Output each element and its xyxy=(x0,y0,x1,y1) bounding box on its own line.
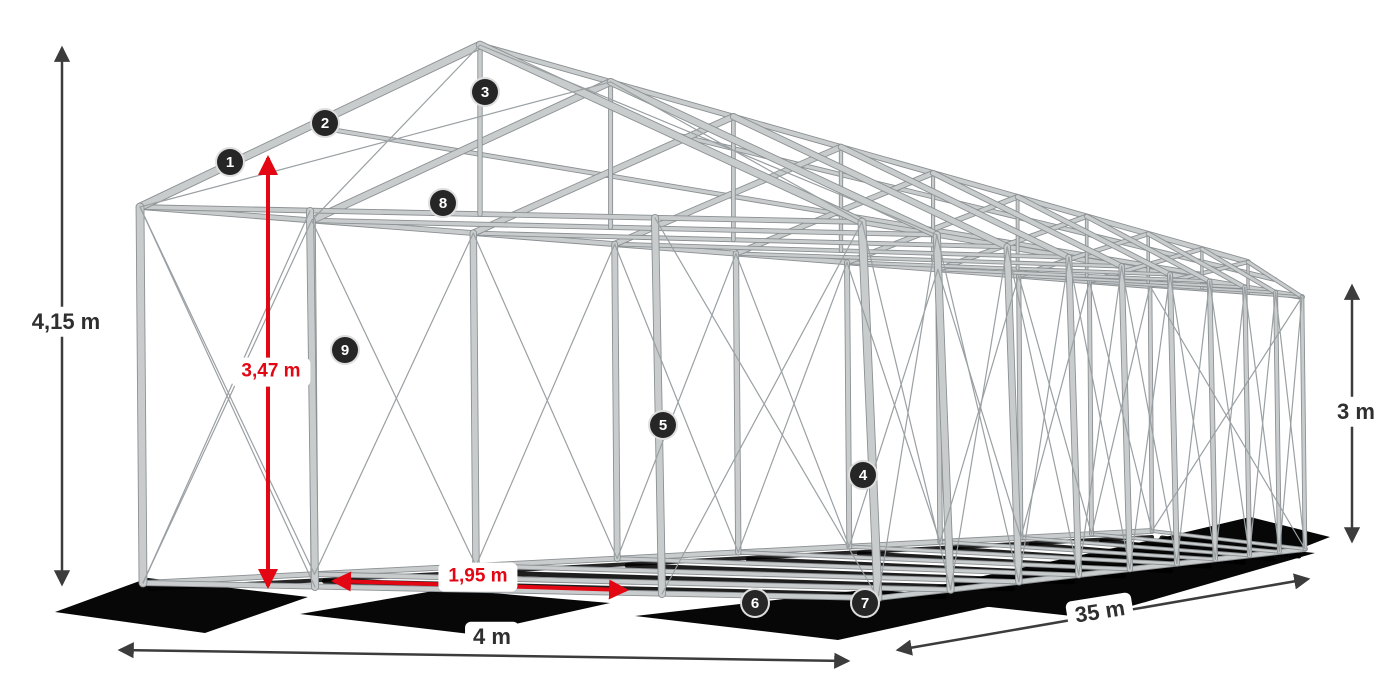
part-marker-9: 9 xyxy=(330,335,360,365)
part-marker-2: 2 xyxy=(310,108,340,138)
part-marker-5: 5 xyxy=(648,410,678,440)
part-marker-6: 6 xyxy=(740,588,770,618)
dimension-label-entrance-width: 1,95 m xyxy=(438,562,518,592)
part-marker-1: 1 xyxy=(215,147,245,177)
width-arrow xyxy=(117,642,851,669)
dimension-label-inner-height: 3,47 m xyxy=(231,357,311,387)
part-marker-4: 4 xyxy=(848,460,878,490)
part-marker-3: 3 xyxy=(470,77,500,107)
dimension-label-side-height: 3 m xyxy=(1329,396,1383,428)
part-marker-7: 7 xyxy=(850,588,880,618)
dimension-label-total-height: 4,15 m xyxy=(23,306,109,338)
part-marker-8: 8 xyxy=(428,188,458,218)
dimension-label-width: 4 m xyxy=(465,621,519,653)
